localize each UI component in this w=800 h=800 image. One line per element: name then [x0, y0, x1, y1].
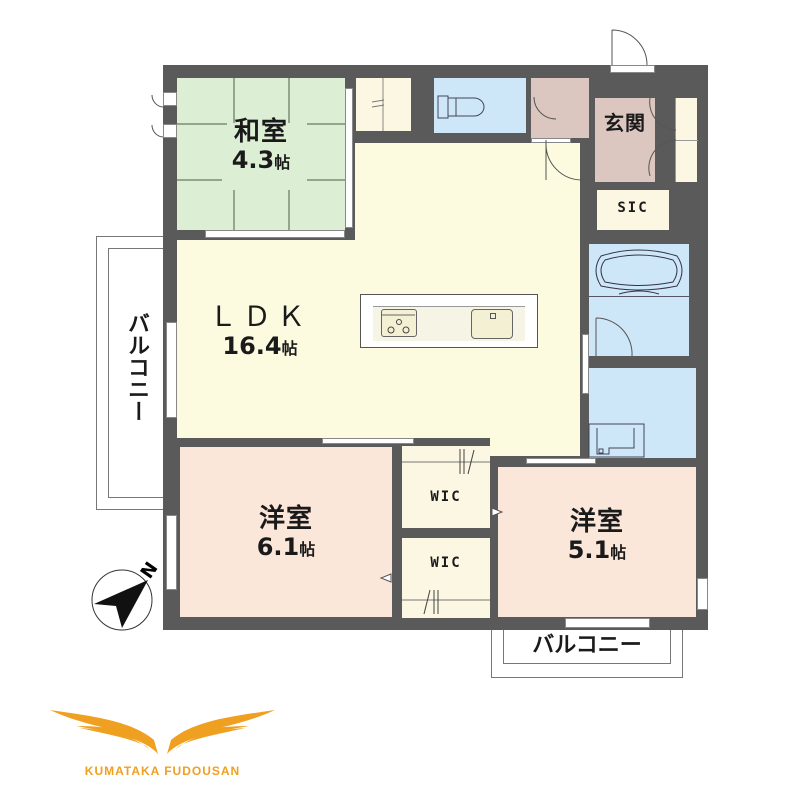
door-entrance: [610, 65, 655, 73]
company-name: KUMATAKA FUDOUSAN: [84, 764, 241, 778]
compass: N: [90, 558, 162, 632]
door-ldk-hall: [531, 138, 571, 143]
room-toilet: [434, 78, 526, 133]
door-ldk-youshitsu5: [526, 458, 596, 464]
washbasin-icon: [588, 423, 645, 458]
youshitsu-5-name: 洋室: [569, 507, 624, 537]
door-bath: [582, 334, 589, 394]
toilet-icon: [437, 95, 485, 119]
ldk-name: ＬＤＫ: [208, 300, 311, 333]
kitchen-counter: [360, 294, 538, 348]
balcony-west-inner: [108, 248, 166, 498]
room-wic-2: [402, 538, 490, 618]
window-youshitsu5-south: [565, 618, 650, 628]
room-washroom: [588, 368, 696, 458]
wings-logo-icon: [50, 710, 275, 754]
window-ldk-west: [166, 322, 177, 418]
window-washitsu-east: [345, 88, 353, 228]
youshitsu-6-size: 6.1帖: [256, 532, 316, 561]
wic-2-label: WIC: [430, 555, 462, 571]
window-youshitsu6-west: [166, 515, 177, 590]
room-youshitsu-6: [180, 447, 392, 617]
ldk-lower-ext: [490, 430, 580, 456]
sic-label: SIC: [617, 200, 649, 216]
ldk-label: ＬＤＫ 16.4帖: [190, 300, 330, 360]
youshitsu-5-size: 5.1帖: [567, 535, 627, 564]
tatami-lines: [177, 78, 345, 230]
ldk-upper: [355, 143, 580, 243]
closet-top: [356, 78, 411, 131]
balcony-south-label: バルコニー: [532, 633, 642, 658]
washitsu-size: 4.3帖: [231, 145, 291, 174]
ldk-size: 16.4帖: [222, 331, 298, 360]
room-youshitsu-5: [498, 467, 696, 617]
youshitsu-5-label: 洋室 5.1帖: [498, 508, 696, 563]
genkan-label: 玄関: [604, 111, 646, 135]
youshitsu-6-label: 洋室 6.1帖: [180, 505, 392, 560]
room-sic: [597, 190, 669, 230]
compass-icon: [91, 569, 153, 631]
balcony-west-label: バルコニー: [124, 312, 149, 422]
room-bath: [589, 244, 689, 356]
washitsu-label: 和室 4.3帖: [177, 118, 345, 173]
room-washitsu: [177, 78, 345, 230]
window-washitsu-south: [205, 230, 345, 238]
room-genkan: [595, 98, 655, 182]
balcony-south-inner: [503, 628, 671, 664]
bathtub-icon: [589, 249, 689, 297]
sink-icon: [471, 309, 513, 339]
room-hall: [531, 78, 589, 138]
door-ldk-youshitsu: [322, 438, 414, 444]
washitsu-name: 和室: [233, 117, 288, 147]
company-logo: KUMATAKA FUDOUSAN: [50, 698, 275, 778]
window-washitsu-west-1: [163, 92, 177, 106]
youshitsu-6-name: 洋室: [258, 504, 313, 534]
wic-1-label: WIC: [430, 489, 462, 505]
stove-icon: [381, 309, 417, 337]
room-wic-1: [402, 446, 490, 528]
window-washitsu-west-2: [163, 124, 177, 138]
window-youshitsu5-east: [697, 578, 708, 610]
